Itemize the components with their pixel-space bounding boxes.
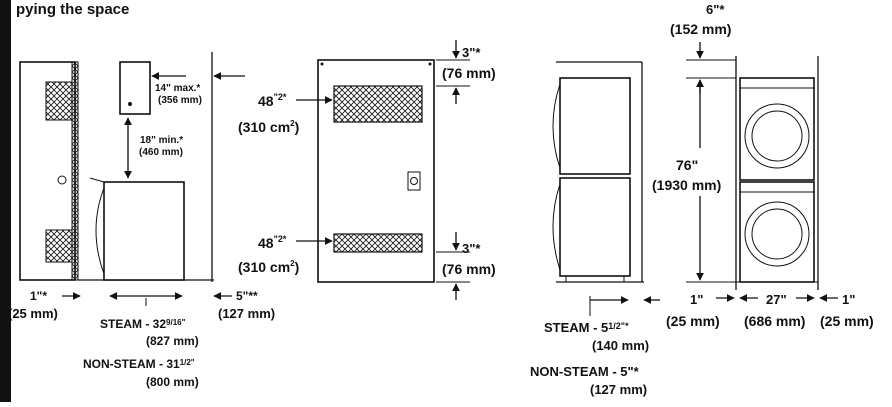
- vent-top-area: 48"2*: [258, 92, 287, 109]
- door-knob-icon: [57, 175, 67, 185]
- vent-bottom-area-value: 48: [258, 235, 274, 251]
- cabinet-clear-label: 18" min.*: [140, 135, 183, 146]
- vent-bottom: [333, 233, 423, 253]
- vent-bottom-area-unit: "2*: [274, 234, 287, 244]
- stack-dryer-front: [739, 77, 815, 181]
- front-gap-mm: (127 mm): [218, 306, 275, 321]
- closet-side-view: 14" max.* (356 mm) 18" min.* (460 mm) 1"…: [8, 52, 275, 389]
- depth-nonsteam-mm: (800 mm): [146, 375, 199, 389]
- door-corner-dot: [320, 62, 324, 66]
- stack-nonsteam-depth: NON-STEAM - 5"*: [530, 364, 640, 379]
- vent-top-area-unit: "2*: [274, 92, 287, 102]
- stacked-front-view: 6"* (152 mm) 76" (1930 mm) 1" (25 mm) 27…: [652, 2, 874, 329]
- door-vent-top: [45, 81, 73, 121]
- door-handle-icon: [407, 171, 421, 191]
- stacked-side-view: STEAM - 51/2"* (140 mm) NON-STEAM - 5"* …: [530, 61, 660, 397]
- vent-bottom-area: 48"2*: [258, 234, 287, 251]
- door-handle-knob-icon: [410, 177, 418, 185]
- vent-top-metric-sup: 2: [290, 119, 295, 128]
- top-gap-label: 3"*: [462, 45, 481, 60]
- door-corner-dot: [428, 62, 432, 66]
- height-label: 76": [676, 157, 698, 173]
- washer-top-edge: [89, 177, 105, 183]
- washer-door-curve: [95, 187, 105, 275]
- height-mm: (1930 mm): [652, 177, 721, 193]
- top-gap-mm: (152 mm): [670, 21, 731, 37]
- washer-door-icon: [744, 201, 810, 267]
- rear-gap-label: 1"*: [30, 289, 47, 303]
- washer-door-curve: [552, 183, 561, 271]
- depth-steam-mm: (827 mm): [146, 334, 199, 348]
- top-gap-label: 6"*: [706, 2, 725, 17]
- stack-steam-depth-text: STEAM - 5: [544, 320, 608, 335]
- depth-nonsteam-label: NON-STEAM - 311/2": [83, 357, 195, 371]
- vent-top-metric-text: (310 cm: [238, 119, 290, 135]
- stack-steam-depth: STEAM - 51/2"*: [544, 320, 629, 335]
- stack-steam-depth-mm: (140 mm): [592, 338, 649, 353]
- closet-door-front-view: 48"2* (310 cm2) 48"2* (310 cm2) 3"* (76 …: [238, 40, 496, 300]
- stack-washer-front: [739, 181, 815, 283]
- cabinet-knob-icon: [128, 102, 132, 106]
- cabinet-gap-label: 14" max.*: [155, 83, 200, 94]
- depth-steam-frac: 9/16": [166, 318, 186, 327]
- washer-door-inner: [751, 208, 803, 260]
- left-gap-label: 1": [690, 292, 703, 307]
- right-gap-mm: (25 mm): [820, 313, 874, 329]
- front-gap-label: 5"**: [236, 289, 258, 303]
- width-mm: (686 mm): [744, 313, 805, 329]
- depth-nonsteam-text: NON-STEAM - 31: [83, 357, 180, 371]
- stack-dryer-side: [559, 77, 631, 175]
- right-gap-label: 1": [842, 292, 855, 307]
- top-gap-mm: (76 mm): [442, 65, 496, 81]
- vent-top-metric-close: ): [295, 119, 300, 135]
- vent-bottom-metric: (310 cm2): [238, 259, 299, 275]
- bottom-gap-mm: (76 mm): [442, 261, 496, 277]
- vent-top-metric: (310 cm2): [238, 119, 299, 135]
- depth-nonsteam-frac: 1/2": [180, 358, 195, 367]
- cabinet-gap-mm: (356 mm): [158, 95, 202, 106]
- door-vent-bottom: [45, 229, 73, 263]
- vent-bottom-metric-text: (310 cm: [238, 259, 290, 275]
- washer-side: [103, 181, 185, 281]
- wall-cabinet: [119, 61, 151, 115]
- page-margin-bar: [0, 0, 11, 402]
- dryer-door-curve: [552, 83, 561, 169]
- vent-top-area-value: 48: [258, 93, 274, 109]
- closet-wall: [71, 61, 79, 281]
- stack-steam-depth-frac: 1/2"*: [608, 321, 629, 331]
- width-label: 27": [766, 292, 787, 307]
- cabinet-clear-mm: (460 mm): [139, 147, 183, 158]
- left-gap-mm: (25 mm): [666, 313, 720, 329]
- stack-washer-side: [559, 177, 631, 277]
- vent-top: [333, 85, 423, 123]
- dryer-door-inner: [751, 110, 803, 162]
- header-fragment: pying the space: [16, 1, 129, 18]
- depth-steam-text: STEAM - 32: [100, 317, 166, 331]
- vent-bottom-metric-sup: 2: [290, 259, 295, 268]
- bottom-gap-label: 3"*: [462, 241, 481, 256]
- rear-gap-mm: (25 mm): [8, 306, 58, 321]
- dryer-door-icon: [744, 103, 810, 169]
- depth-steam-label: STEAM - 329/16": [100, 317, 186, 331]
- vent-bottom-metric-close: ): [295, 259, 300, 275]
- stack-nonsteam-depth-mm: (127 mm): [590, 382, 647, 397]
